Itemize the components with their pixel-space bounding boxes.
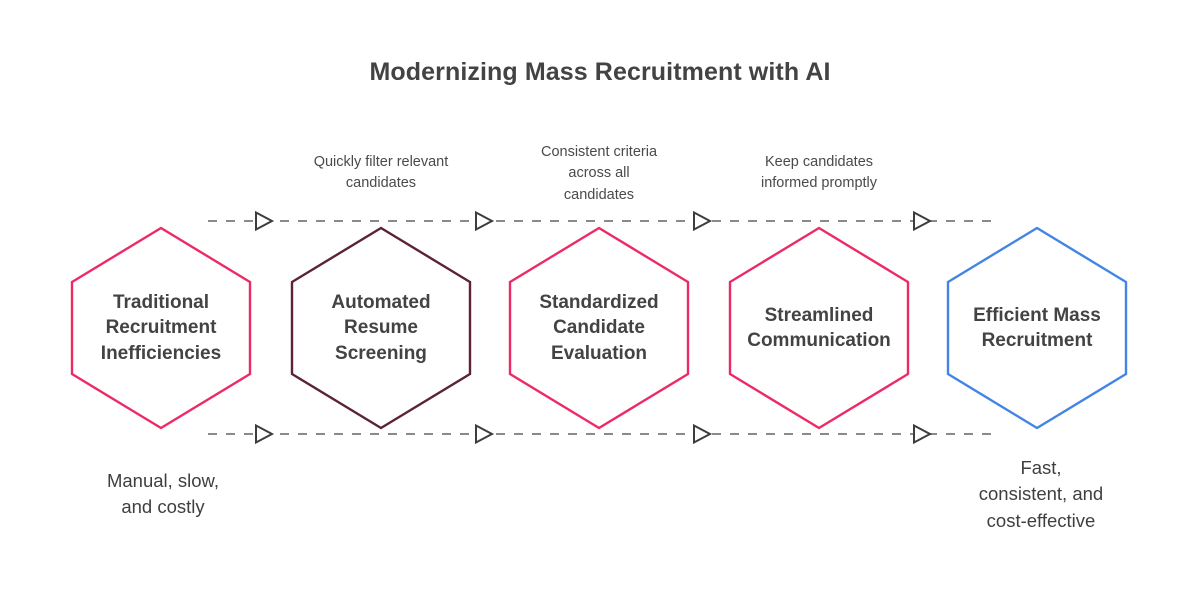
caption-before-state: Manual, slow, and costly [106,470,220,518]
arrowhead-icon [913,210,933,232]
hexagon-shape [508,226,690,430]
hexagon-shape [290,226,472,430]
hexagon-outline [508,226,690,430]
page-title: Modernizing Mass Recruitment with AI [369,58,831,86]
hexagon-outline [70,226,252,430]
arrowhead-icon [475,423,495,445]
hexagon-shape [728,226,910,430]
hexagon-node-streamlined-communication[interactable]: Streamlined Communication [726,224,912,432]
hexagon-node-automated-resume-screening[interactable]: Automated Resume Screening [288,224,474,432]
hexagon-label: Traditional Recruitment Inefficiencies [100,292,222,364]
hexagon-label: Streamlined Communication [747,304,891,351]
hexagon-node-efficient-mass-recruitment[interactable]: Efficient Mass Recruitment [944,224,1130,432]
hexagon-shape [946,226,1128,430]
arrowhead-icon [475,210,495,232]
arrowhead-icon [255,423,275,445]
arrowhead-icon [693,210,713,232]
arrowhead-icon [913,423,933,445]
hexagon-node-traditional-recruitment-inefficiencies[interactable]: Traditional Recruitment Inefficiencies [68,224,254,432]
hexagon-label: Standardized Candidate Evaluation [539,292,659,364]
hexagon-outline [728,226,910,430]
step-note-note-consistent-criteria: Consistent criteria across all candidate… [540,144,658,203]
hexagon-label: Automated Resume Screening [331,292,431,364]
step-note-note-quickly-filter: Quickly filter relevant candidates [313,154,449,192]
hexagon-shape [70,226,252,430]
caption-after-state: Fast, consistent, and cost-effective [978,457,1104,531]
arrowhead-icon [255,210,275,232]
hexagon-label: Efficient Mass Recruitment [973,304,1101,351]
hexagon-outline [946,226,1128,430]
hexagon-outline [290,226,472,430]
hexagon-node-standardized-candidate-evaluation[interactable]: Standardized Candidate Evaluation [506,224,692,432]
step-note-note-keep-informed: Keep candidates informed promptly [760,154,878,192]
arrowhead-icon [693,423,713,445]
